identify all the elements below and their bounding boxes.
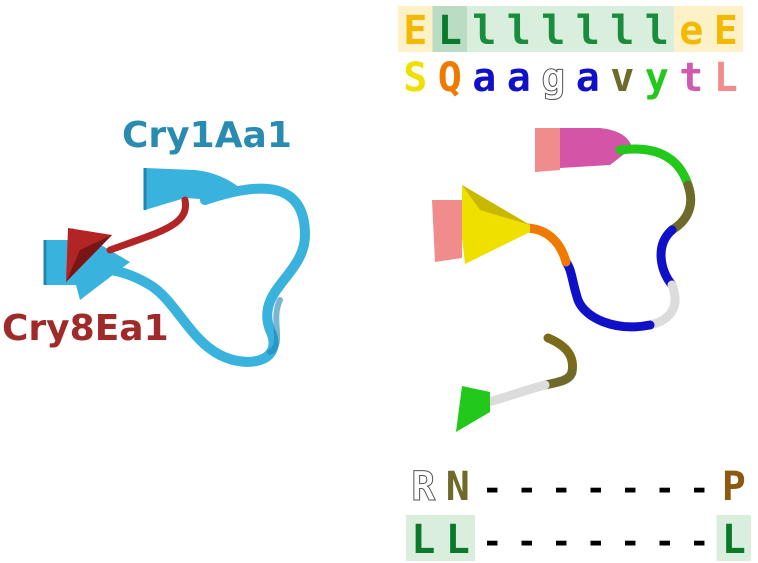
cry1aa1-lower-strand [45,228,130,300]
cry1aa1-coil-shadow [267,297,283,355]
yellow-strand-shade [462,185,530,225]
top-row2-residue: a [472,55,496,101]
bottom-row1-residue: - [551,469,571,509]
green-arrowhead [456,386,490,432]
top-row2-residue: a [507,55,531,101]
bottom-row1-residue: N [446,464,470,510]
bottom-row2-residue: L [446,517,470,563]
top-row2-residue: g [541,55,565,101]
top-row1-cell-bg [467,6,502,52]
blue-coil [656,225,677,290]
bottom-row2-cell-bg [406,515,441,561]
top-row2-residue: y [645,55,669,101]
bottom-row2-residue: - [586,522,606,562]
olive-coil [667,180,696,235]
bottom-row1-residue: P [722,464,746,510]
top-row1-residue: l [472,8,496,54]
top-row1-residue: L [438,8,462,54]
top-row1-residue: l [645,8,669,54]
bottom-row2-residue: - [482,522,502,562]
right-structure-panel [432,128,696,432]
bottom-row2-residue: - [689,522,709,562]
top-row2-residue: v [610,55,634,101]
bottom-row2-cell-bg [440,515,475,561]
white-coil [645,280,680,330]
pink-strand-tail [535,128,560,172]
left-structure-panel: Cry1Aa1 Cry8Ea1 [2,115,311,367]
yellow-strand-tail [432,200,462,262]
top-row1-cell-bg [501,6,536,52]
bottom-row2-residue: L [722,517,746,563]
blue-coil-lower [561,257,655,332]
bottom-row1-residue: - [517,469,537,509]
top-row1-cell-bg [432,6,467,52]
top-row2-residue: a [576,55,600,101]
cry8ea1-arrowhead-shade [66,235,112,282]
top-row1-cell-bg [708,6,743,52]
top-row1-cell-bg [570,6,605,52]
top-row1-residue: E [403,8,427,54]
cry1aa1-label: Cry1Aa1 [122,115,292,156]
cry8ea1-coil [106,196,189,254]
bottom-row2-residue: - [551,522,571,562]
bottom-row2-residue: L [411,517,435,563]
top-row1-residue: l [610,8,634,54]
top-row2-residue: S [403,55,427,101]
green-coil [615,144,693,190]
top-row2-residue: L [714,55,738,101]
cry8ea1-label: Cry8Ea1 [2,308,169,349]
bottom-row1-residue: - [482,469,502,509]
white-coil-lower [483,380,550,407]
bottom-row1-residue: - [586,469,606,509]
top-row1-residue: E [714,8,738,54]
top-row1-cell-bg [639,6,674,52]
bottom-row2-residue: - [517,522,537,562]
bottom-row2-residue: - [655,522,675,562]
bottom-row1-residue: - [655,469,675,509]
top-row1-cell-bg [536,6,571,52]
cry1aa1-upper-strand [145,168,240,210]
bottom-row2-cell-bg [716,515,751,561]
bottom-row1-residue: - [689,469,709,509]
orange-coil [520,223,571,267]
bottom-row1-residue: - [620,469,640,509]
top-row1-residue: l [576,8,600,54]
top-row2-residue: t [679,55,703,101]
top-row1-residue: e [679,8,703,54]
top-row1-residue: l [507,8,531,54]
bottom-row1-residue: R [411,464,436,510]
top-row1-cell-bg [398,6,433,52]
top-row1-cell-bg [674,6,709,52]
top-row1-cell-bg [605,6,640,52]
olive-coil-lower [543,333,578,377]
top-row2-residue: Q [438,55,462,101]
bottom-row2-residue: - [620,522,640,562]
top-row1-residue: l [541,8,565,54]
